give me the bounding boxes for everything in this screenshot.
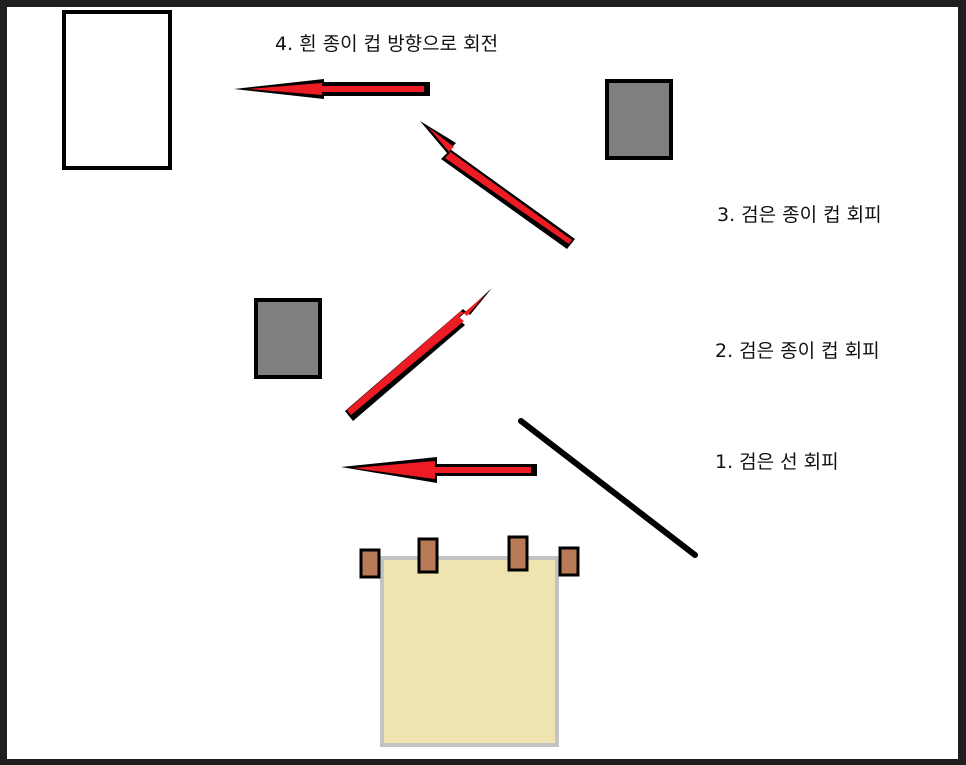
red-arrow-icon [234, 79, 430, 99]
diagram-drawing [62, 10, 698, 747]
robot-wheel [558, 546, 580, 577]
robot-wheel [359, 548, 381, 579]
step-2-label: 2. 검은 종이 컵 회피 [715, 340, 880, 362]
red-arrow-icon [420, 121, 575, 249]
red-arrow-icon [341, 457, 537, 483]
robot-wheel [417, 537, 439, 574]
step-4-label: 4. 흰 종이 컵 방향으로 회전 [275, 33, 499, 55]
step-3-label: 3. 검은 종이 컵 회피 [717, 204, 882, 226]
diagram-canvas: 4. 흰 종이 컵 방향으로 회전 3. 검은 종이 컵 회피 2. 검은 종이… [7, 7, 958, 759]
white-paper-cup-icon [62, 10, 172, 170]
black-line-obstacle [518, 418, 698, 558]
robot-car-icon [359, 535, 580, 747]
red-arrow-icon [345, 288, 492, 421]
robot-body [380, 556, 559, 747]
step-1-label: 1. 검은 선 회피 [715, 451, 839, 473]
black-paper-cup-icon [605, 79, 673, 160]
robot-wheel [507, 535, 529, 572]
black-paper-cup-icon [254, 298, 322, 379]
